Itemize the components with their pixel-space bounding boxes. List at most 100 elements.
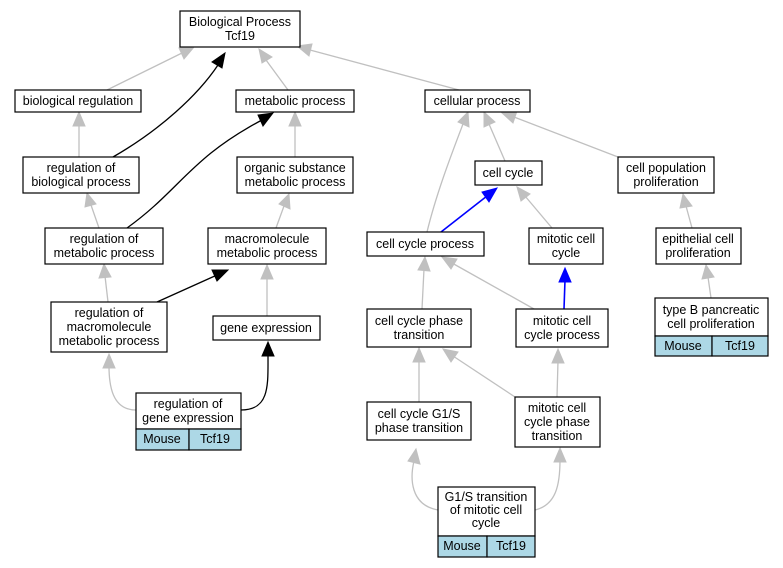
edge-reg-gene-expr-to-gene-expression — [240, 353, 269, 411]
node-label-line: cycle process — [524, 328, 600, 342]
edge-biological-regulation-to-root — [106, 52, 183, 91]
edge-epithelial-to-cell-pop — [685, 205, 693, 229]
node-label-line: gene expression — [142, 411, 234, 425]
node-label-line: cell cycle — [483, 166, 534, 180]
node-cell-cycle-phase-transition[interactable]: cell cycle phase transition — [366, 308, 472, 348]
node-label-line: Tcf19 — [225, 29, 255, 43]
node-label-line: of mitotic cell — [450, 503, 522, 517]
node-regulation-of-biological-process[interactable]: regulation of biological process — [22, 156, 140, 194]
node-epithelial-cell-proliferation[interactable]: epithelial cell proliferation — [655, 227, 742, 265]
node-regulation-of-macromolecule-metabolic-process[interactable]: regulation of macromolecule metabolic pr… — [50, 301, 168, 353]
annotation-tag-gene — [486, 535, 536, 558]
edge-mitotic-phase-to-phase-transition — [452, 355, 516, 398]
node-label-line: mitotic cell — [528, 401, 586, 415]
node-label-line: epithelial cell — [662, 232, 734, 246]
node-label-line: regulation of — [75, 306, 144, 320]
node-label-line: G1/S transition — [445, 490, 528, 504]
node-label-line: cell cycle G1/S — [378, 407, 461, 421]
node-metabolic-process[interactable]: metabolic process — [235, 89, 355, 113]
node-label-line: proliferation — [665, 246, 730, 260]
edge-type-b-to-epithelial — [707, 276, 712, 299]
node-label-line: Biological Process — [189, 15, 291, 29]
node-label-line: cell cycle process — [376, 237, 474, 251]
node-label-line: cycle — [552, 246, 581, 260]
tag-species-label: Mouse — [443, 539, 481, 553]
edge-cell-cycle-process-to-cellular-process — [426, 123, 464, 233]
tag-gene-label: Tcf19 — [496, 539, 526, 553]
node-cell-population-proliferation[interactable]: cell population proliferation — [617, 156, 715, 194]
node-label-line: mitotic cell — [533, 314, 591, 328]
node-label-line: transition — [532, 429, 583, 443]
node-label-line: metabolic process — [54, 246, 155, 260]
node-label-line: mitotic cell — [537, 232, 595, 246]
edge-mitotic-phase-to-mitotic-cc-process — [556, 360, 559, 398]
node-label-line: cell proliferation — [667, 317, 755, 331]
tag-gene-label: Tcf19 — [200, 432, 230, 446]
node-regulation-of-metabolic-process[interactable]: regulation of metabolic process — [44, 227, 164, 265]
node-label-line: cell population — [626, 161, 706, 175]
node-type-b-pancreatic-cell-proliferation[interactable]: type B pancreatic cell proliferation Mou… — [654, 297, 769, 357]
node-regulation-of-gene-expression[interactable]: regulation of gene expression Mouse Tcf1… — [135, 392, 242, 451]
annotation-tag-gene — [188, 428, 242, 451]
node-label-line: cycle phase — [524, 415, 590, 429]
edge-g1s-mitotic-to-mitotic-phase — [534, 459, 561, 511]
edge-reg-metabolic-to-reg-bio-process — [90, 204, 100, 229]
tag-species-label: Mouse — [664, 339, 702, 353]
node-label-line: cellular process — [434, 94, 521, 108]
node-cell-cycle[interactable]: cell cycle — [474, 160, 543, 186]
edge-macromolecule-to-organic-substance — [275, 205, 285, 229]
edge-reg-macromolecule-to-reg-metabolic — [104, 275, 109, 303]
node-label-line: macromolecule — [225, 232, 310, 246]
node-mitotic-cell-cycle[interactable]: mitotic cell cycle — [528, 227, 604, 265]
node-organic-substance-metabolic-process[interactable]: organic substance metabolic process — [236, 156, 354, 194]
node-biological-regulation[interactable]: biological regulation — [14, 89, 142, 113]
edge-mitotic-cc-process-to-cell-cycle-process — [451, 262, 535, 310]
edge-reg-macromolecule-to-macromolecule — [156, 274, 218, 303]
edge-reg-bio-process-to-root — [112, 64, 219, 158]
node-label-line: metabolic process — [245, 94, 346, 108]
edge-cell-pop-prolif-to-cellular-process — [513, 116, 619, 158]
node-label-line: macromolecule — [67, 320, 152, 334]
edge-reg-gene-expr-to-reg-macromolecule — [108, 365, 137, 411]
edge-phase-transition-to-cell-cycle-process — [421, 268, 425, 310]
node-mitotic-cell-cycle-process[interactable]: mitotic cell cycle process — [515, 308, 609, 348]
node-biological-process-root[interactable]: Biological Process Tcf19 — [179, 10, 301, 48]
node-label-line: regulation of — [70, 232, 139, 246]
node-mitotic-cell-cycle-phase-transition[interactable]: mitotic cell cycle phase transition — [514, 396, 601, 448]
node-label-line: biological process — [31, 175, 130, 189]
node-label-line: metabolic process — [59, 334, 160, 348]
node-gene-expression[interactable]: gene expression — [212, 315, 321, 341]
node-cellular-process[interactable]: cellular process — [424, 89, 531, 113]
tag-species-label: Mouse — [143, 432, 181, 446]
edge-cell-cycle-process-to-cell-cycle — [440, 195, 488, 233]
node-label-line: transition — [394, 328, 445, 342]
edges — [72, 43, 715, 511]
edge-g1s-mitotic-to-cc-g1s — [411, 460, 439, 511]
tag-gene-label: Tcf19 — [725, 339, 755, 353]
node-cell-cycle-process[interactable]: cell cycle process — [366, 231, 485, 257]
node-macromolecule-metabolic-process[interactable]: macromolecule metabolic process — [207, 227, 327, 265]
node-label-line: cell cycle phase — [375, 314, 463, 328]
edge-cellular-process-to-root — [309, 49, 460, 91]
edge-reg-metabolic-to-metabolic — [126, 119, 263, 229]
node-label-line: organic substance — [244, 161, 346, 175]
node-label-line: metabolic process — [217, 246, 318, 260]
node-label-line: proliferation — [633, 175, 698, 189]
node-label-line: type B pancreatic — [663, 303, 760, 317]
edge-metabolic-process-to-root — [265, 59, 289, 91]
edge-cell-cycle-to-cellular-process — [488, 123, 506, 162]
node-label-line: phase transition — [375, 421, 463, 435]
node-label-line: gene expression — [220, 321, 312, 335]
node-cell-cycle-g1s-phase-transition[interactable]: cell cycle G1/S phase transition — [366, 401, 472, 441]
node-label-line: regulation of — [47, 161, 116, 175]
edge-mitotic-cell-cycle-to-cell-cycle — [524, 195, 553, 229]
nodes: Biological Process Tcf19 biological regu… — [14, 10, 769, 558]
annotation-tag-gene — [711, 335, 769, 357]
node-g1s-transition-of-mitotic-cell-cycle[interactable]: G1/S transition of mitotic cell cycle Mo… — [437, 486, 536, 558]
edge-mitotic-cc-process-to-mitotic-cell-cycle — [563, 279, 566, 310]
node-label-line: cycle — [472, 516, 501, 530]
node-label-line: regulation of — [154, 397, 223, 411]
node-label-line: biological regulation — [23, 94, 134, 108]
node-label-line: metabolic process — [245, 175, 346, 189]
